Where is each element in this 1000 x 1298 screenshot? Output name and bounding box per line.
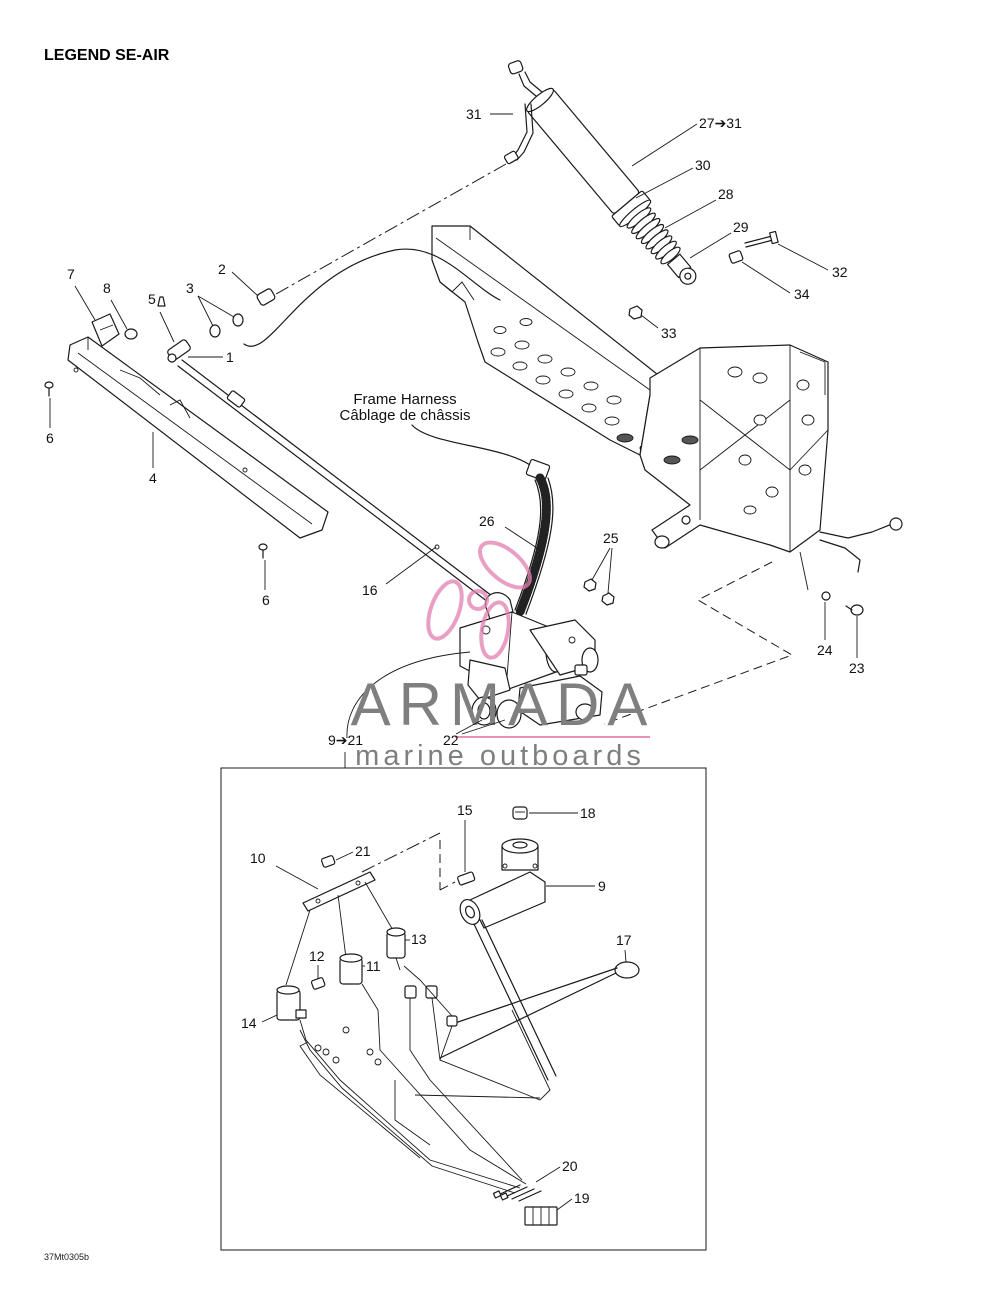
bolt-6a — [44, 381, 54, 397]
tube-to-valve-14 — [285, 909, 311, 986]
hose-loop — [243, 248, 501, 347]
bolt-6b — [258, 543, 268, 559]
fitting-12 — [310, 977, 326, 990]
callout-25: 25 — [603, 530, 619, 546]
rail-4 — [67, 336, 329, 539]
callout-5: 5 — [148, 291, 156, 307]
fitting-5 — [157, 296, 166, 307]
inset-leader-arc — [346, 651, 471, 739]
frame-rear-section — [639, 344, 903, 591]
grommets — [314, 1026, 382, 1066]
callout-10: 10 — [250, 850, 266, 866]
callout-1: 1 — [226, 349, 234, 365]
callout-20: 20 — [562, 1158, 578, 1174]
callout-15: 15 — [457, 802, 473, 818]
callout-16: 16 — [362, 582, 378, 598]
leader-lines — [49, 113, 858, 1211]
callout-9: 9 — [598, 878, 606, 894]
callout-18: 18 — [580, 805, 596, 821]
frame-beam — [431, 225, 663, 456]
callout-23: 23 — [849, 660, 865, 676]
inset-short-routing — [439, 881, 456, 891]
tube-to-valve-13 — [364, 881, 395, 933]
inset-box — [220, 767, 707, 1251]
callout-4: 4 — [149, 470, 157, 486]
armada-watermark: ARMADA marine outboards — [351, 540, 656, 772]
callout-14: 14 — [241, 1015, 257, 1031]
frame-harness-label-en: Frame Harness — [353, 391, 456, 408]
nuts-25 — [583, 578, 615, 606]
hardware-23-24 — [821, 591, 864, 616]
compressor-assembly — [459, 592, 603, 726]
callout-13: 13 — [411, 931, 427, 947]
propeller-logo-icon — [426, 540, 532, 660]
frame-harness-label-fr: Câblage de châssis — [340, 407, 471, 424]
callout-27-31: 27➔31 — [699, 115, 742, 131]
bracket-7 — [91, 313, 120, 347]
wiring-harness-20 — [299, 965, 551, 1194]
elbow-fitting-1 — [167, 339, 191, 363]
routing-line — [275, 163, 507, 295]
image-code: 37Mt0305b — [44, 1252, 89, 1262]
callout-8: 8 — [103, 280, 111, 296]
rings-22 — [471, 696, 522, 729]
valve-11 — [339, 953, 363, 985]
bolt-32 — [744, 230, 779, 248]
callout-34: 34 — [794, 286, 810, 302]
terminals-20 — [492, 1184, 542, 1202]
callout-22: 22 — [443, 732, 459, 748]
shock-bellows — [626, 207, 681, 265]
callout-6-left: 6 — [46, 430, 54, 446]
callout-11: 11 — [366, 958, 381, 974]
callout-7: 7 — [67, 266, 75, 282]
callout-32: 32 — [832, 264, 848, 280]
valve-13 — [386, 927, 406, 971]
fitting-15 — [457, 871, 476, 886]
washers-3 — [209, 313, 244, 338]
callout-26: 26 — [479, 513, 495, 529]
cap-18 — [512, 806, 528, 820]
fitting-2 — [256, 288, 276, 306]
nut-33 — [628, 305, 643, 320]
inset-routing-line — [361, 832, 441, 873]
callout-3: 3 — [186, 280, 194, 296]
callouts: 31 27➔31 30 28 29 32 34 33 2 3 7 8 5 1 6… — [46, 106, 865, 1206]
callout-33: 33 — [661, 325, 677, 341]
washer-8 — [124, 328, 138, 340]
watermark-brand: ARMADA — [351, 671, 656, 738]
callout-31: 31 — [466, 106, 482, 122]
shock-air-hose — [503, 60, 543, 165]
callout-12: 12 — [309, 948, 325, 964]
air-shock-absorber — [525, 87, 697, 285]
watermark-tagline: marine outboards — [355, 740, 645, 772]
frame-harness — [411, 424, 554, 617]
callout-2: 2 — [218, 261, 226, 277]
tube-to-valve-11 — [337, 894, 347, 959]
diagram-title: LEGEND SE-AIR — [44, 47, 170, 64]
manifold-10 — [302, 871, 376, 912]
callout-19: 19 — [574, 1190, 590, 1206]
callout-9-21: 9➔21 — [328, 732, 363, 748]
callout-29: 29 — [733, 219, 749, 235]
callout-21: 21 — [355, 843, 371, 859]
callout-28: 28 — [718, 186, 734, 202]
spacer-34 — [728, 250, 744, 264]
callout-30: 30 — [695, 157, 711, 173]
valve-14 — [276, 985, 307, 1021]
callout-17: 17 — [616, 932, 632, 948]
fitting-21 — [320, 855, 336, 868]
solenoid-9 — [459, 838, 546, 929]
callout-24: 24 — [817, 642, 833, 658]
lever-arm-17 — [439, 919, 640, 1081]
connector-19 — [524, 1206, 558, 1226]
callout-6-right: 6 — [262, 592, 270, 608]
wire-connectors — [404, 985, 458, 1027]
hose-16 — [177, 359, 493, 603]
